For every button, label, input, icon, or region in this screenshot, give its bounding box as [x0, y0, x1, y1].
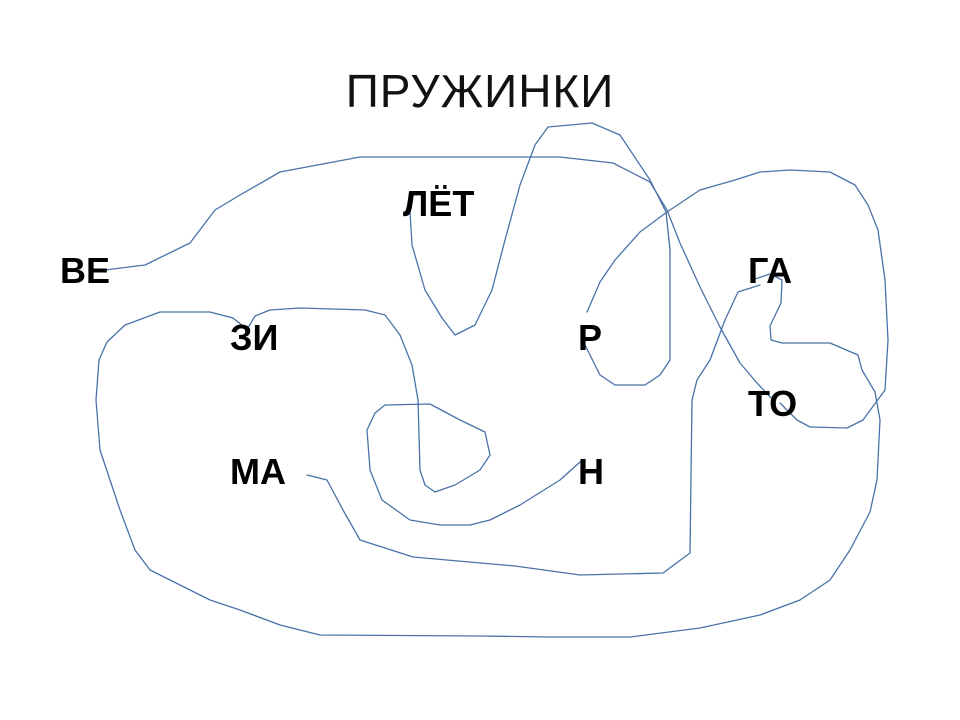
- syllable-ve: ВЕ: [60, 250, 111, 291]
- syllable-n: Н: [578, 451, 604, 492]
- syllable-zi: ЗИ: [230, 317, 279, 358]
- syllable-r: Р: [578, 317, 603, 358]
- spring-lyot-r: [409, 122, 671, 386]
- syllable-to: ТО: [748, 383, 798, 424]
- spring-ga-zi: [95, 273, 881, 638]
- syllable-ga: ГА: [748, 250, 793, 291]
- spring-ve-to: [104, 156, 776, 403]
- spring-r-to: [586, 169, 889, 429]
- slide-title: ПРУЖИНКИ: [345, 65, 615, 117]
- spring-n-zi: [247, 307, 581, 526]
- spring-ga-ma: [306, 284, 761, 576]
- syllable-ma: МА: [230, 451, 286, 492]
- syllable-lyot: ЛЁТ: [403, 183, 475, 224]
